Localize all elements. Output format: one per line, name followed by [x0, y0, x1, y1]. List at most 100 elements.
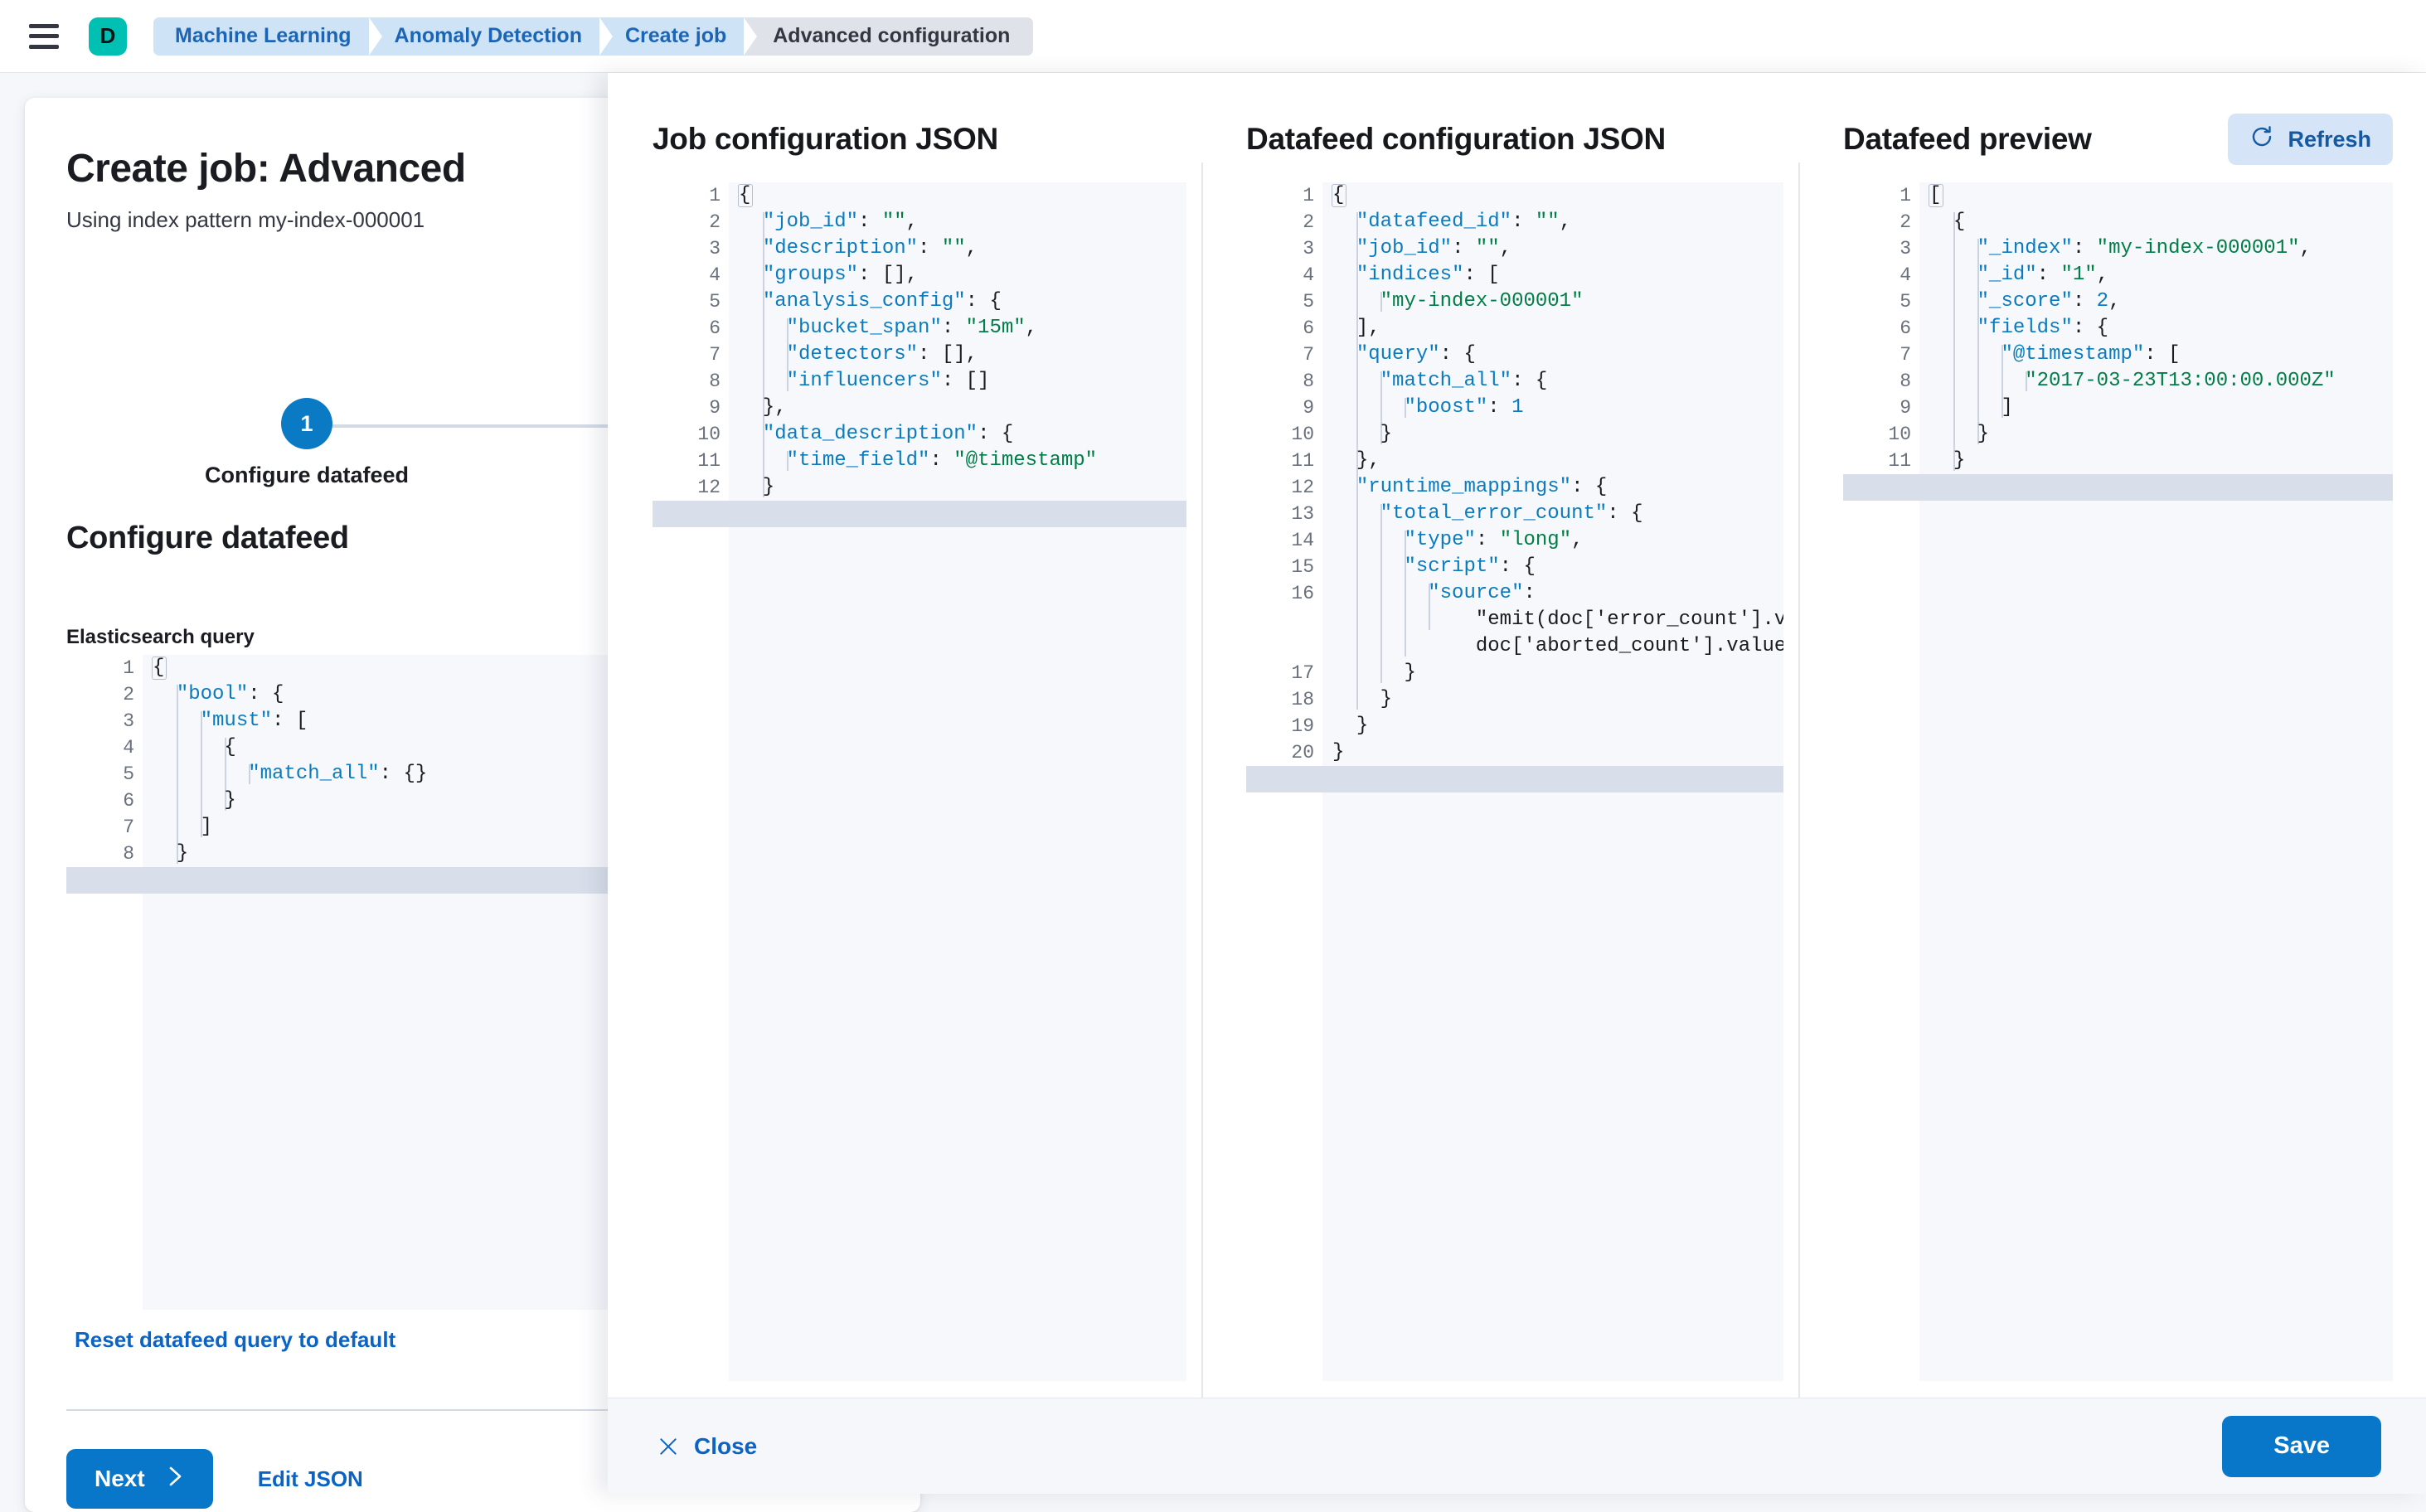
editor-line-number: 7	[709, 344, 721, 366]
editor-code-area[interactable]: { "datafeed_id": "", "job_id": "", "indi…	[1322, 182, 1784, 1381]
hamburger-bar	[29, 34, 59, 38]
column-header: Datafeed preview Refresh	[1843, 113, 2394, 166]
datafeed-configuration-title: Datafeed configuration JSON	[1246, 122, 1666, 156]
close-button[interactable]: Close	[653, 1432, 762, 1461]
editor-code-line: "time_field": "@timestamp"	[786, 449, 1098, 472]
job-configuration-title: Job configuration JSON	[653, 122, 998, 156]
refresh-icon	[2249, 124, 2274, 155]
editor-line-number: 5	[1900, 291, 1912, 313]
editor-code-line: {	[1929, 211, 1966, 233]
editor-line-number: 15	[1246, 554, 1337, 580]
editor-code-line: {	[153, 736, 236, 758]
matching-brace-highlight	[152, 657, 167, 680]
job-configuration-column: Job configuration JSON 12345678910111213…	[608, 73, 1201, 1381]
editor-code-line: "data_description": {	[762, 423, 1014, 445]
column-divider	[1201, 162, 1204, 1398]
editor-code-line: doc['aborted_count'].value)"	[1332, 635, 1784, 657]
editor-line-number: 12	[1246, 474, 1337, 501]
matching-brace-highlight	[1929, 184, 1944, 207]
avatar[interactable]: D	[89, 17, 127, 56]
editor-code-line: }	[1929, 449, 1966, 472]
editor-code-line: }	[1332, 662, 1416, 684]
hamburger-menu-icon[interactable]	[29, 23, 59, 49]
breadcrumb-item-machine-learning[interactable]: Machine Learning	[153, 17, 382, 56]
save-button[interactable]: Save	[2222, 1415, 2381, 1477]
breadcrumb-label: Create job	[624, 24, 727, 47]
editor-line-number	[1246, 607, 1322, 633]
editor-code-area[interactable]: [ { "_index": "my-index-000001", "_id": …	[1919, 182, 2394, 1381]
editor-line-number	[1246, 633, 1322, 660]
column-header: Job configuration JSON	[653, 113, 1186, 166]
editor-code-line: }	[1332, 741, 1345, 763]
reset-datafeed-query-link[interactable]: Reset datafeed query to default	[75, 1327, 396, 1352]
breadcrumb-item-advanced-configuration[interactable]: Advanced configuration	[745, 17, 1034, 56]
breadcrumb-item-anomaly-detection[interactable]: Anomaly Detection	[369, 17, 613, 56]
breadcrumb-label: Machine Learning	[175, 24, 352, 47]
editor-code-line: "_score": 2,	[1977, 290, 2121, 313]
editor-code-line: }	[739, 476, 775, 498]
editor-line-number: 13	[1246, 501, 1337, 527]
stepper-step-1[interactable]: 1	[281, 398, 332, 449]
editor-code-line: "emit(doc['error_count'].value +	[1475, 608, 1784, 631]
datafeed-preview-column: Datafeed preview Refresh 123456789101112…	[1800, 73, 2426, 1381]
editor-line-number: 6	[1843, 315, 1934, 342]
editor-code-line: "job_id": "",	[1356, 237, 1512, 259]
matching-brace-highlight	[738, 184, 754, 207]
editor-code-line: }	[153, 789, 236, 812]
editor-code-line: "_index": "my-index-000001",	[1977, 237, 2312, 259]
editor-line-number: 9	[1900, 397, 1912, 419]
editor-line-number: 3	[1900, 238, 1912, 259]
column-header: Datafeed configuration JSON	[1246, 113, 1783, 166]
editor-line-number: 14	[1291, 530, 1315, 551]
editor-line-number: 11	[1888, 450, 1912, 472]
editor-code-line: "detectors": [],	[786, 343, 978, 366]
refresh-button[interactable]: Refresh	[2228, 114, 2394, 165]
editor-code-line: }	[1332, 688, 1393, 710]
editor-line-number: 4	[1246, 262, 1337, 288]
editor-code-line: }	[153, 842, 189, 865]
footer-divider	[66, 1409, 920, 1411]
breadcrumb-item-create-job[interactable]: Create job	[599, 17, 758, 56]
breadcrumb-label: Anomaly Detection	[394, 24, 582, 47]
editor-code-line: "fields": {	[1977, 317, 2109, 339]
page-subtitle: Using index pattern my-index-000001	[66, 207, 425, 232]
breadcrumb-label: Advanced configuration	[773, 24, 1011, 47]
editor-code-line: "total_error_count": {	[1380, 502, 1643, 525]
editor-line-number: 10	[653, 421, 742, 448]
editor-line-number: 3	[66, 708, 156, 734]
editor-line-number: 8	[709, 371, 721, 392]
editor-line-number: 6	[709, 317, 721, 339]
editor-line-number: 12	[697, 477, 721, 498]
editor-code-line: "analysis_config": {	[762, 290, 1002, 313]
editor-code-area[interactable]: { "job_id": "", "description": "", "grou…	[729, 182, 1187, 1381]
editor-line-number: 2	[709, 211, 721, 233]
edit-json-button[interactable]: Edit JSON	[257, 1466, 363, 1491]
editor-code-line: [	[1929, 184, 1942, 206]
active-line-highlight	[1322, 766, 1784, 792]
flyout-body: Job configuration JSON 12345678910111213…	[608, 73, 2426, 1398]
active-line-highlight	[653, 501, 729, 527]
editor-line-number: 11	[697, 450, 721, 472]
next-button[interactable]: Next	[66, 1449, 213, 1509]
chevron-right-icon	[167, 1466, 185, 1493]
refresh-button-label: Refresh	[2288, 126, 2372, 152]
active-line-highlight	[1843, 474, 1920, 501]
editor-line-number: 4	[709, 264, 721, 286]
editor-line-number: 20	[1291, 742, 1315, 763]
breadcrumb: Machine Learning Anomaly Detection Creat…	[153, 17, 1034, 56]
editor-code-line: "bool": {	[176, 683, 284, 705]
chevron-right-icon	[744, 17, 758, 56]
elasticsearch-query-label: Elasticsearch query	[66, 626, 255, 648]
editor-code-line: "type": "long",	[1404, 529, 1584, 551]
top-navigation-bar: D Machine Learning Anomaly Detection Cre…	[0, 0, 2426, 73]
editor-code-line: {	[153, 657, 165, 679]
editor-line-number: 8	[123, 843, 134, 865]
editor-line-number: 7	[123, 817, 134, 838]
editor-code-line: ]	[153, 816, 213, 838]
editor-line-number: 3	[1303, 238, 1315, 259]
editor-line-number: 19	[1291, 715, 1315, 737]
